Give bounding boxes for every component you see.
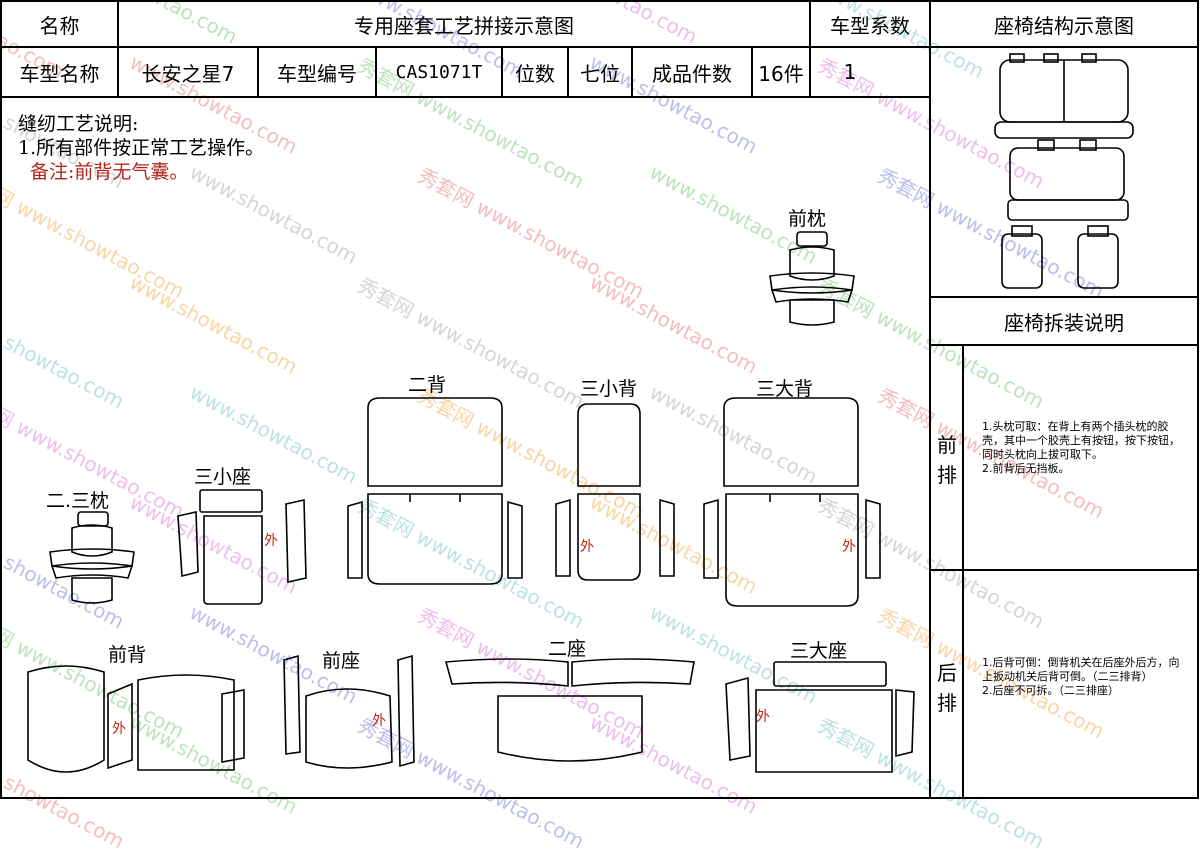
outer-mark: 外 (756, 709, 770, 725)
pieces-label: 成品件数 (652, 61, 732, 86)
outer-mark: 外 (372, 713, 386, 729)
sewing-notes: 缝纫工艺说明: 1.所有部件按正常工艺操作。 备注:前背无气囊。 (18, 112, 264, 184)
structure-title: 座椅结构示意图 (994, 13, 1134, 38)
seats-value: 七位 (580, 61, 620, 86)
model-no-value: CAS1071T (395, 61, 483, 83)
label-front-pillow: 前枕 (788, 208, 827, 230)
third-big-back-piece (703, 397, 881, 607)
coef-value: 1 (843, 60, 857, 84)
second-back-piece (347, 397, 523, 585)
model-no-label: 车型编号 (277, 61, 357, 86)
label-pillow-23: 二.三枕 (46, 490, 110, 512)
outer-mark: 外 (580, 539, 594, 555)
label-second-back: 二背 (408, 374, 447, 396)
front-back-piece (27, 665, 245, 773)
label-second-seat: 二座 (548, 638, 587, 660)
rear-row-instructions: 1.后背可倒：倒背机关在后座外后方，向上扳动机关后背可倒。（二三排背） 2.后座… (982, 656, 1180, 697)
outer-mark: 外 (264, 533, 278, 549)
seats-label: 位数 (515, 61, 555, 86)
third-big-seat-piece (725, 661, 915, 773)
label-third-big-seat: 三大座 (790, 640, 848, 662)
third-small-back-piece (555, 403, 675, 581)
page-title: 专用座套工艺拼接示意图 (354, 13, 574, 38)
third-small-seat-piece (177, 489, 307, 605)
label-front-back: 前背 (108, 644, 147, 666)
second-seat-piece (444, 658, 695, 762)
front-seat-piece (283, 654, 415, 769)
front-row-label: 前排 (937, 433, 957, 487)
rear-row-label: 后排 (937, 661, 957, 715)
notes-remark: 备注:前背无气囊。 (30, 161, 189, 183)
model-name-label: 车型名称 (19, 61, 100, 86)
coef-label: 车型系数 (830, 13, 910, 38)
outer-mark: 外 (842, 539, 856, 555)
model-name-value: 长安之星7 (141, 61, 235, 86)
notes-heading: 缝纫工艺说明: (18, 113, 139, 135)
label-third-small-seat: 三小座 (194, 466, 252, 488)
outer-mark: 外 (112, 721, 126, 737)
diagram-drawing (0, 0, 1199, 799)
front-row-instructions: 1.头枕可取：在背上有两个插头枕的胶壳，其中一个胶壳上有按钮，按下按钮，同时头枕… (982, 420, 1180, 475)
label-third-small-back: 三小背 (580, 378, 638, 400)
disassembly-title: 座椅拆装说明 (1004, 310, 1124, 335)
pieces-value: 16件 (758, 61, 804, 86)
pillow-23-piece (49, 511, 135, 604)
front-pillow-piece (769, 231, 855, 326)
label-front-seat: 前座 (322, 650, 361, 672)
notes-item-1: 1.所有部件按正常工艺操作。 (18, 137, 265, 159)
seat-structure-thumbnail (994, 53, 1134, 289)
name-label: 名称 (39, 13, 80, 38)
outer-frame (0, 0, 1199, 799)
label-third-big-back: 三大背 (756, 378, 814, 400)
